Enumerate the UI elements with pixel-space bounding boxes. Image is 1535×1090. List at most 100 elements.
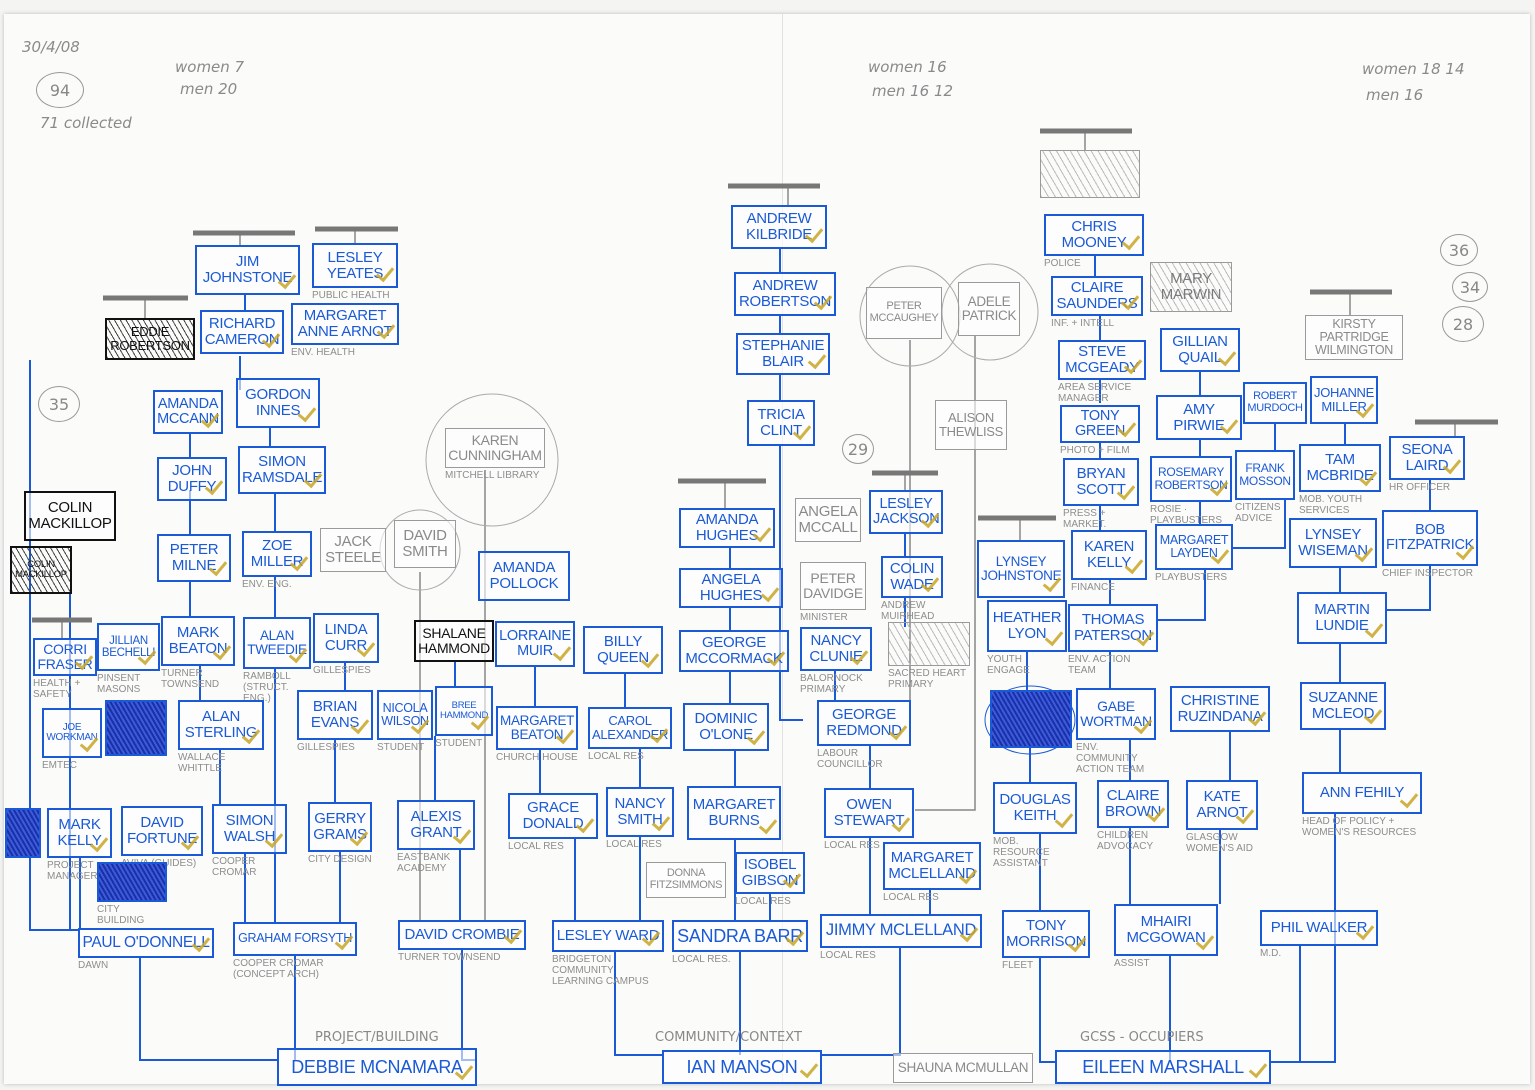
person-name: Tony Green [1074,407,1126,439]
role-note: Sacred Heart Primary [888,668,966,690]
person-box-colin-mackillop: Colin Mackillop [24,491,116,541]
person-name: Adele Patrick [961,293,1017,323]
role-note: Mitchell Library [445,470,540,481]
person-box-crossed-out [888,622,970,666]
person-box-richard-cameron: Richard Cameron [200,310,284,354]
person-box-simon-walsh: Simon Walsh [212,804,287,854]
person-name: Carol Alexander [592,713,669,742]
person-name: Mark Kelly [57,816,102,849]
person-box-crossed-out [97,862,167,902]
role-note: Glasgow Women's Aid [1186,832,1253,854]
person-box-tony-morrison: Tony Morrison [1002,910,1090,958]
count-circle-36: 36 [1440,234,1478,266]
person-box-simon-ramsdale: Simon Ramsdale [238,446,326,494]
person-name: Lynsey Johnstone [981,553,1062,583]
person-box-martin-lundie: Martin Lundie [1297,592,1387,644]
role-note: Wallace Whittle [178,752,226,774]
person-box-nancy-smith: Nancy Smith [606,787,674,837]
person-name: Alexis Grant [410,808,462,841]
person-name: Nancy Clunie [809,632,863,665]
person-name: Alison Thewliss [938,410,1004,439]
person-name: Christine Ruzindana [1177,692,1263,725]
person-name: Peter McCaughey [869,300,939,324]
person-name: Simon Ramsdale [242,453,323,486]
person-box-robert-murdoch: Robert Murdoch [1243,382,1307,424]
count-circle-28: 28 [1442,306,1484,342]
check-mark-icon [799,1058,819,1079]
role-note: Env. Community Action Team [1076,742,1145,775]
person-name: Thomas Paterson [1074,611,1152,644]
person-box-crossed-out [990,690,1072,748]
person-name: Lesley Jackson [873,495,940,527]
person-name: Sandra Barr [677,925,803,946]
person-name: Robert Murdoch [1247,390,1303,414]
person-box-ann-fehily: Ann Fehily [1302,772,1422,814]
person-name: Margaret Beaton [500,712,575,742]
person-name: Bree Hammond [439,700,489,721]
person-name: Margaret McLelland [888,849,976,882]
col3-women: women 18 14 [1362,60,1465,78]
person-box-jimmy-mclelland: Jimmy McLelland [820,914,982,948]
person-name: Lesley Yeates [326,248,384,282]
person-box-mary-marwin: Mary Marwin [1150,262,1232,312]
person-box-david-crombie: David Crombie [398,920,526,950]
person-name: Grace Donald [522,799,584,832]
person-box-dominic-o-lone: Dominic O'Lone [683,703,769,751]
person-box-chris-mooney: Chris Mooney [1044,214,1144,256]
person-box-owen-stewart: Owen Stewart [824,788,914,838]
person-box-nancy-clunie: Nancy Clunie [800,627,872,671]
person-box-george-redmond: George Redmond [817,700,911,746]
role-note: Turner Townsend [398,952,501,963]
person-name: Colin Mackillop [28,499,112,532]
role-note: Rosie · Playbusters [1150,504,1223,526]
person-name: Douglas Keith [999,791,1071,824]
person-name: Gordon Innes [245,386,311,419]
person-box-mark-kelly: Mark Kelly [47,808,112,858]
person-box-christine-ruzindana: Christine Ruzindana [1170,686,1270,732]
person-name: Karen Kelly [1083,538,1135,571]
person-box-crossed-out [5,808,41,858]
person-name: Colin Wade [889,560,935,593]
person-box-claire-brown: Claire Brown [1097,780,1169,828]
role-note: City Design [308,854,372,865]
role-note: Playbusters [1155,572,1228,583]
role-note: City Building [97,904,145,926]
role-note: Finance [1071,582,1115,593]
person-name: Jillian Bechelli [101,634,156,659]
person-box-corri-fraser: Corri Fraser [33,638,97,676]
person-box-colin-mackillop: Colin Mackillop [10,546,72,594]
person-name: Graham Forsyth [238,931,352,946]
person-box-isobel-gibson: Isobel Gibson [735,852,805,894]
person-box-colin-wade: Colin Wade [881,556,943,598]
collected-note: 71 collected [40,114,132,132]
person-name: Linda Curr [324,621,368,654]
person-name: Owen Stewart [833,796,905,829]
person-box-john-duffy: John Duffy [157,457,227,501]
role-note: Press + Market. [1063,508,1107,530]
person-name: Gabe Wortman [1080,698,1152,729]
person-box-amanda-pollock: Amanda Pollock [478,551,570,601]
role-note: Bridgeton Community Learning Campus [552,954,649,987]
person-name: Tam McBride [1306,451,1374,484]
person-name: Tricia Clint [757,406,805,439]
person-box-steve-mcgeady: Steve McGeady [1058,340,1146,380]
paper-fold [782,14,783,1084]
person-name: Eddie Robertson [110,324,190,353]
person-box-david-smith: David Smith [394,520,456,568]
person-box-gordon-innes: Gordon Innes [236,378,320,428]
person-box-carol-alexander: Carol Alexander [588,707,672,749]
person-name: Margaret Anne Arnot [297,307,393,340]
person-box-tony-green: Tony Green [1060,405,1140,443]
role-note: Env. Eng. [242,579,292,590]
person-name: Paul O'Donnell [82,933,210,951]
person-name: Frank Mosson [1239,461,1291,488]
person-name: Debbie McNamara [291,1056,463,1077]
person-box-gerry-grams: Gerry Grams [308,802,372,852]
person-box-lynsey-wiseman: Lynsey Wiseman [1289,518,1377,568]
role-note: Cooper Cromar (Concept Arch) [233,958,324,980]
role-note: Mob. Youth Services [1299,494,1363,516]
person-name: Corri Fraser [37,641,93,672]
count-circle-29: 29 [842,434,874,464]
person-box-amanda-mccann: Amanda McCann [153,390,223,434]
person-name: Ian Manson [686,1056,798,1077]
